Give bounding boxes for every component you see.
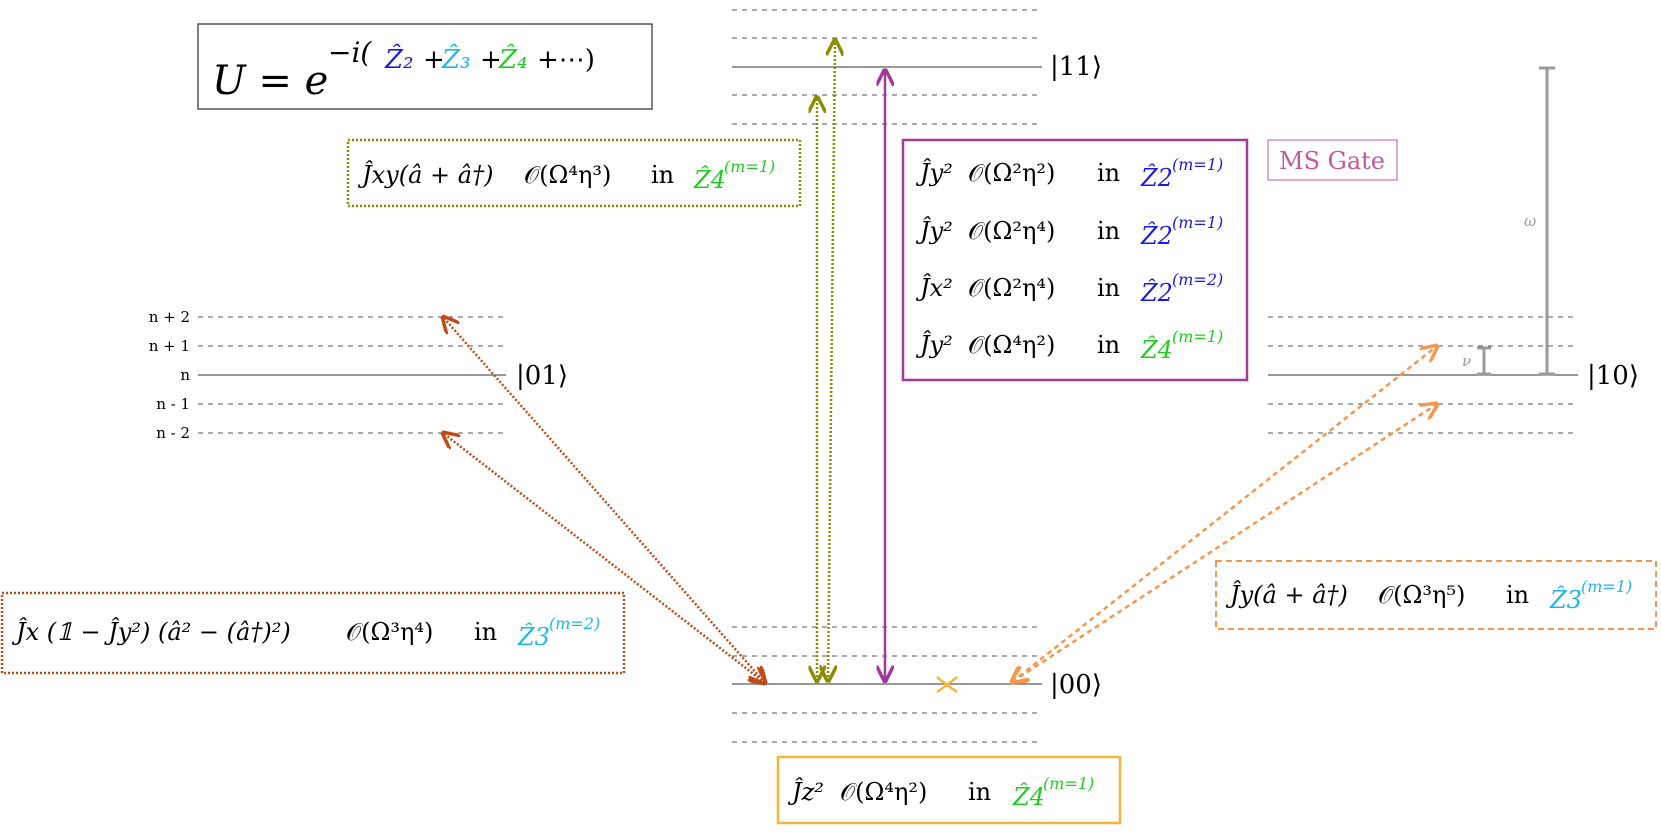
- formula-plus-2: +: [480, 45, 502, 75]
- ms-row2-order: 𝒪(Ω²η⁴): [968, 217, 1055, 245]
- nu-bar: ν: [1462, 346, 1491, 376]
- state-11-label: |11⟩: [1050, 52, 1102, 82]
- jxy-in: in: [651, 161, 674, 189]
- arrow-jy-to-10-minus1: [1012, 404, 1437, 682]
- ms-row1-in: in: [1097, 159, 1120, 187]
- state-10-label: |10⟩: [1587, 361, 1639, 391]
- ms-row4-order: 𝒪(Ω⁴η²): [968, 331, 1055, 359]
- omega-bar: ω: [1524, 66, 1555, 376]
- jz-operator: Ĵz²: [787, 777, 824, 806]
- ms-row3-operator: Ĵx²: [915, 273, 953, 302]
- jxy-operator: Ĵxy(â + â†): [357, 160, 493, 189]
- omega-label: ω: [1524, 212, 1536, 230]
- phonon-label-n-minus-2: n - 2: [156, 424, 190, 442]
- jy-order: 𝒪(Ω³η⁵): [1378, 581, 1465, 609]
- level-group-11: |11⟩: [732, 9, 1102, 125]
- ms-row3-z: Ẑ2: [1140, 278, 1173, 307]
- ms-row4-in: in: [1097, 331, 1120, 359]
- term-box-jxy: Ĵxy(â + â†) 𝒪(Ω⁴η³) in Ẑ4 (m=1): [346, 138, 802, 208]
- ms-row2-m: (m=1): [1172, 213, 1223, 232]
- formula-lhs: U = e: [212, 58, 328, 104]
- ms-row4-operator: Ĵy²: [915, 330, 953, 359]
- formula-plus-1: +: [423, 45, 445, 75]
- state-01-label: |01⟩: [516, 361, 568, 391]
- jz-m: (m=1): [1043, 774, 1094, 793]
- arrow-jxy-to-11-plus1: [828, 40, 835, 681]
- ms-row3-order: 𝒪(Ω²η⁴): [968, 274, 1055, 302]
- ms-row1-operator: Ĵy²: [915, 158, 953, 187]
- jz-z: Ẑ4: [1012, 782, 1045, 811]
- jy-m: (m=1): [1581, 577, 1632, 596]
- jxy-order: 𝒪(Ω⁴η³): [524, 161, 611, 189]
- formula-exp-prefix: −i(: [328, 36, 372, 69]
- phonon-label-n-minus-1: n - 1: [156, 395, 190, 413]
- unitary-formula: U = e −i( Ẑ₂ + Ẑ₃ + Ẑ₄ +⋯): [197, 23, 653, 110]
- jz-self-coupling-marker: [936, 676, 958, 694]
- ms-row2-z: Ẑ2: [1140, 221, 1173, 250]
- ms-row1-order: 𝒪(Ω²η²): [968, 159, 1055, 187]
- formula-z2: Ẑ₂: [384, 43, 414, 75]
- term-box-ms-gate: Ĵy² 𝒪(Ω²η²) in Ẑ2 (m=1) Ĵy² 𝒪(Ω²η⁴) in Ẑ…: [901, 138, 1249, 382]
- jy-in: in: [1506, 581, 1529, 609]
- ms-gate-label: MS Gate: [1279, 147, 1385, 175]
- term-box-jz: Ĵz² 𝒪(Ω⁴η²) in Ẑ4 (m=1): [776, 755, 1122, 825]
- level-group-00: |00⟩: [732, 626, 1102, 743]
- jx-z: Ẑ3: [517, 622, 550, 651]
- ms-row4-z: Ẑ4: [1140, 335, 1173, 364]
- jxy-m: (m=1): [724, 157, 775, 176]
- arrow-jy-to-10-plus1: [1012, 346, 1437, 682]
- jx-order: 𝒪(Ω³η⁴): [346, 618, 433, 646]
- ms-term-row: Ĵx² 𝒪(Ω²η⁴) in Ẑ2 (m=2): [915, 270, 1223, 307]
- ms-row4-m: (m=1): [1172, 327, 1223, 346]
- ms-row1-m: (m=1): [1172, 155, 1223, 174]
- jx-operator: Ĵx (𝟙 − Ĵy²) (â² − (â†)²): [11, 617, 291, 646]
- formula-tail: +⋯): [537, 45, 595, 75]
- formula-z3: Ẑ₃: [441, 43, 471, 75]
- jxy-z: Ẑ4: [693, 165, 726, 194]
- jx-m: (m=2): [549, 614, 600, 633]
- phonon-label-n-plus-1: n + 1: [149, 337, 190, 355]
- nu-label: ν: [1462, 352, 1471, 370]
- phonon-label-n: n: [180, 366, 190, 384]
- jx-in: in: [474, 618, 497, 646]
- ms-row2-operator: Ĵy²: [915, 216, 953, 245]
- jz-order: 𝒪(Ω⁴η²): [840, 778, 927, 806]
- ms-term-row: Ĵy² 𝒪(Ω⁴η²) in Ẑ4 (m=1): [915, 327, 1223, 364]
- jy-z: Ẑ3: [1549, 585, 1582, 614]
- ms-gate-label-box: MS Gate: [1267, 139, 1398, 181]
- ms-term-row: Ĵy² 𝒪(Ω²η⁴) in Ẑ2 (m=1): [915, 213, 1223, 250]
- level-group-10: |10⟩: [1268, 316, 1639, 434]
- state-00-label: |00⟩: [1050, 670, 1102, 700]
- ms-row3-m: (m=2): [1172, 270, 1223, 289]
- ms-row2-in: in: [1097, 217, 1120, 245]
- ms-term-row: Ĵy² 𝒪(Ω²η²) in Ẑ2 (m=1): [915, 155, 1223, 192]
- ms-row1-z: Ẑ2: [1140, 163, 1173, 192]
- phonon-label-n-plus-2: n + 2: [149, 308, 190, 326]
- formula-z4: Ẑ₄: [498, 43, 528, 75]
- jy-operator: Ĵy(â + â†): [1225, 580, 1348, 609]
- jz-in: in: [968, 778, 991, 806]
- term-box-jy: Ĵy(â + â†) 𝒪(Ω³η⁵) in Ẑ3 (m=1): [1215, 560, 1657, 630]
- ms-row3-in: in: [1097, 274, 1120, 302]
- term-box-jx: Ĵx (𝟙 − Ĵy²) (â² − (â†)²) 𝒪(Ω³η⁴) in Ẑ3 …: [0, 591, 626, 675]
- level-group-01: n + 2 n + 1 n n - 1 n - 2 |01⟩: [149, 308, 568, 442]
